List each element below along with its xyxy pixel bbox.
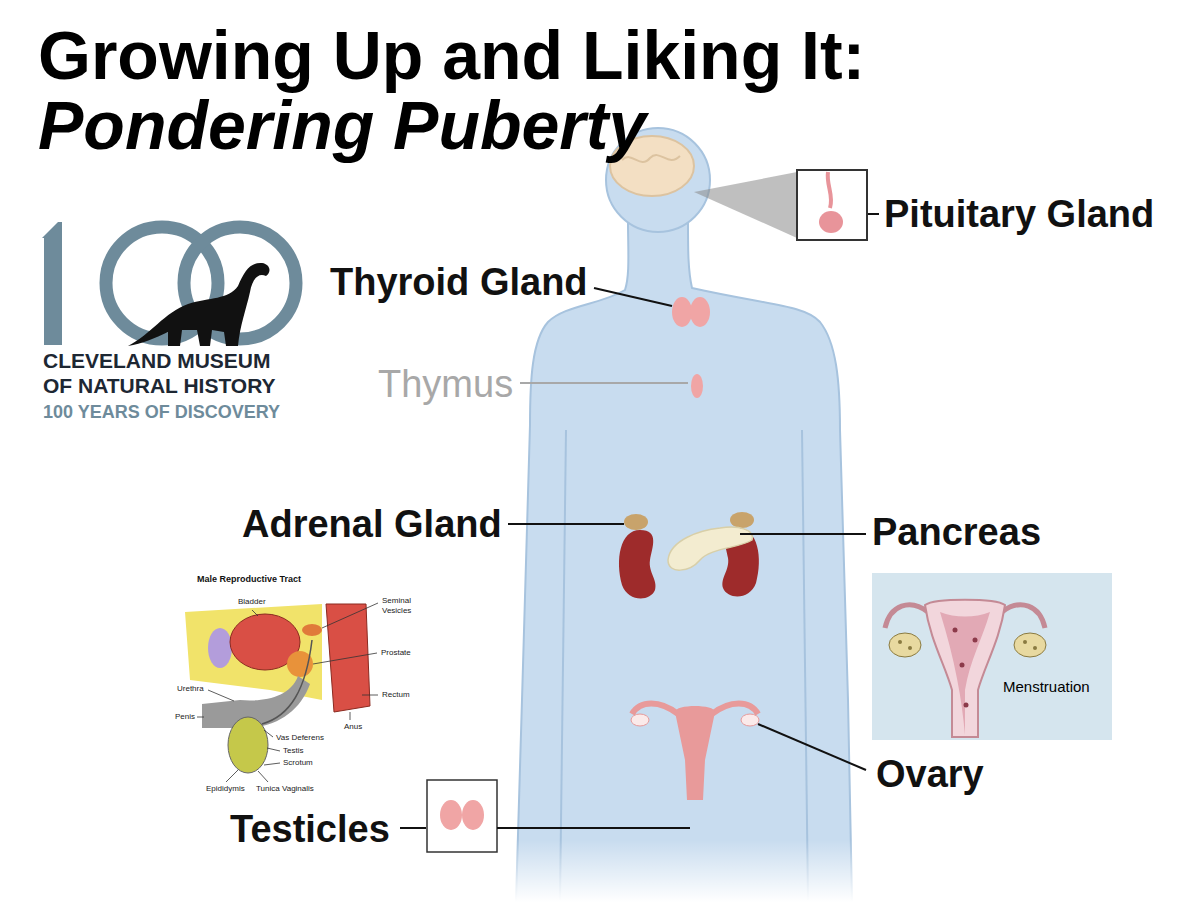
part-label: Urethra [176, 684, 205, 694]
testicles-box [427, 780, 497, 852]
fallopian-tube [712, 704, 758, 715]
organ-label: Adrenal Gland [242, 502, 502, 546]
zoom-beam [694, 172, 797, 238]
leader-line [226, 770, 238, 782]
part-label: Testis [282, 746, 304, 756]
logo-dinosaur [128, 263, 269, 346]
kidney [619, 530, 656, 598]
panel-caption: Menstruation [1003, 677, 1090, 696]
blood-spot [953, 628, 958, 633]
seminal-vesicle [302, 624, 322, 636]
thyroid [672, 297, 692, 327]
ovary [1014, 633, 1046, 657]
testicle [462, 800, 484, 830]
ovary [889, 633, 921, 657]
pituitary-gland [819, 211, 843, 233]
leader-line [868, 213, 879, 215]
part-label: Tunica Vaginalis [255, 784, 315, 794]
leader-line [400, 827, 426, 829]
leader-line [350, 712, 351, 720]
uterus [925, 600, 1005, 737]
fade [500, 840, 880, 902]
arm-line [560, 430, 566, 900]
leader-line [508, 523, 624, 525]
organ-label: Thyroid Gland [330, 260, 588, 304]
leader-line [197, 717, 204, 718]
adrenal-gland [730, 512, 754, 528]
blood-spot [960, 663, 965, 668]
follicle [898, 640, 902, 644]
part-label: Epididymis [205, 784, 246, 794]
leader-line [264, 730, 273, 737]
follicle [908, 646, 912, 650]
follicle [1033, 646, 1037, 650]
leader-line [313, 653, 377, 664]
adrenal-gland [624, 514, 648, 530]
blood-spot [964, 703, 969, 708]
thymus [691, 374, 703, 398]
title: Growing Up and Liking It: [38, 20, 865, 90]
follicle [1023, 640, 1027, 644]
leader-line [208, 690, 234, 701]
pancreas [668, 527, 752, 570]
leader-line [264, 763, 280, 765]
body-silhouette [516, 222, 852, 902]
leader-line [252, 610, 258, 616]
organ-label: Pancreas [872, 510, 1041, 554]
testicle [440, 800, 462, 830]
leader-line [740, 533, 866, 535]
leader-line [520, 382, 688, 384]
part-label: Anus [343, 722, 363, 732]
uterus [675, 706, 715, 800]
leader-line [758, 724, 866, 770]
organ-label: Pituitary Gland [884, 192, 1154, 236]
pituitary-stalk [828, 172, 831, 208]
part-label: Vas Deferens [275, 733, 325, 743]
fallopian-tube [632, 704, 678, 715]
part-label: Prostate [380, 648, 412, 658]
leader-line [322, 603, 378, 628]
panel-ground [872, 573, 1112, 740]
part-label: Penis [174, 712, 196, 722]
logo-tagline: 100 YEARS OF DISCOVERY [43, 401, 280, 424]
part-label: Scrotum [282, 758, 314, 768]
menstruation-panel: Menstruation [872, 573, 1112, 740]
organ-label: Testicles [230, 807, 390, 851]
fallopian-tube [1002, 605, 1045, 628]
part-label: Seminal Vesicles [381, 596, 419, 616]
organ-label: Thymus [378, 362, 513, 406]
pituitary-box [797, 170, 867, 240]
inset-title: Male Reproductive Tract [196, 574, 302, 585]
vas-deferens [262, 640, 312, 724]
leader-line [258, 771, 268, 782]
subtitle: Pondering Puberty [38, 90, 646, 160]
arm-line [802, 430, 808, 900]
logo-one [42, 222, 62, 345]
pubic-bone [208, 628, 232, 668]
leader-line [594, 288, 672, 306]
blood-spot [973, 638, 978, 643]
leader-line [497, 827, 690, 829]
uterine-lining [940, 612, 990, 735]
testis [228, 717, 268, 773]
ovary [741, 714, 759, 726]
logo-text: CLEVELAND MUSEUM OF NATURAL HISTORY [43, 348, 293, 398]
part-label: Bladder [237, 597, 267, 607]
thyroid [690, 297, 710, 327]
ovary [631, 714, 649, 726]
leader-line [362, 695, 378, 696]
part-label: Rectum [381, 690, 411, 700]
leader-line [267, 748, 280, 751]
organ-label: Ovary [876, 752, 984, 796]
fallopian-tube [885, 605, 928, 628]
